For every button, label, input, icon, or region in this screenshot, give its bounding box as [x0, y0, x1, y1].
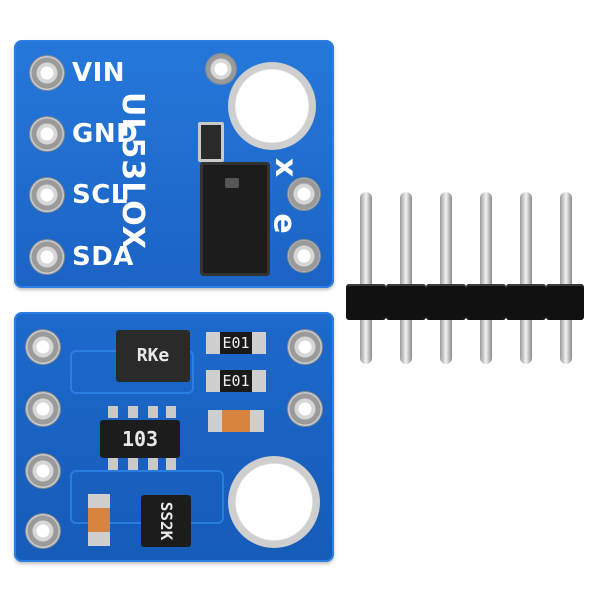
ic-leg [128, 458, 138, 470]
header-block [386, 284, 426, 320]
ic-leg [148, 458, 158, 470]
transistor-label: SS2K [157, 501, 176, 541]
regulator-label: RKe [136, 345, 170, 366]
ic-leg [148, 406, 158, 418]
header-pin [440, 192, 452, 364]
ic-leg [166, 458, 176, 470]
smd-part [198, 122, 224, 162]
ic-leg [108, 458, 118, 470]
header-pin [520, 192, 532, 364]
ic-label: 103 [121, 427, 159, 451]
ic-leg [128, 406, 138, 418]
resistor-label: E01 [222, 372, 250, 390]
header-block [546, 284, 584, 320]
mounting-hole-bottom [228, 456, 320, 548]
bottom-pad-3 [26, 454, 60, 488]
header-pin [480, 192, 492, 364]
header-pin [560, 192, 572, 364]
pin-label-vin: VIN [72, 58, 126, 88]
capacitor-2 [88, 494, 110, 546]
sensor-window [225, 178, 239, 188]
pin-pad-scl [30, 178, 64, 212]
pin-pad-sda [30, 240, 64, 274]
pin-label-sda: SDA [72, 242, 134, 272]
pin-label-gnd: GND [72, 119, 139, 149]
pin-label-scl: SCL [72, 180, 128, 210]
header-block [506, 284, 546, 320]
header-pin [400, 192, 412, 364]
ic-leg [108, 406, 118, 418]
bottom-pad-4 [26, 514, 60, 548]
bottom-pad-right-1 [288, 330, 322, 364]
regulator-chip: RKe [116, 330, 190, 382]
axis-mark-e: e [266, 213, 302, 234]
bottom-pad-1 [26, 330, 60, 364]
pin-header [346, 192, 584, 364]
pin-pad-vin [30, 56, 64, 90]
header-block [466, 284, 506, 320]
ic-leg [166, 406, 176, 418]
axis-mark-x: x [268, 157, 304, 178]
header-block [426, 284, 466, 320]
header-block [346, 284, 386, 320]
bottom-pad-right-2 [288, 392, 322, 426]
transistor-chip: SS2K [141, 495, 191, 547]
resistor-1: E01 [206, 332, 266, 354]
resistor-2: E01 [206, 370, 266, 392]
mounting-hole-top [228, 62, 316, 150]
model-marking: UL53LOX [115, 92, 150, 250]
header-pin [360, 192, 372, 364]
pin-pad-gnd [30, 117, 64, 151]
side-pad-2 [288, 240, 320, 272]
capacitor-1 [208, 410, 264, 432]
side-pad-1 [288, 178, 320, 210]
bottom-pad-2 [26, 392, 60, 426]
resistor-label: E01 [222, 334, 250, 352]
ic-chip: 103 [100, 420, 180, 458]
mount-pad-small [206, 54, 236, 84]
